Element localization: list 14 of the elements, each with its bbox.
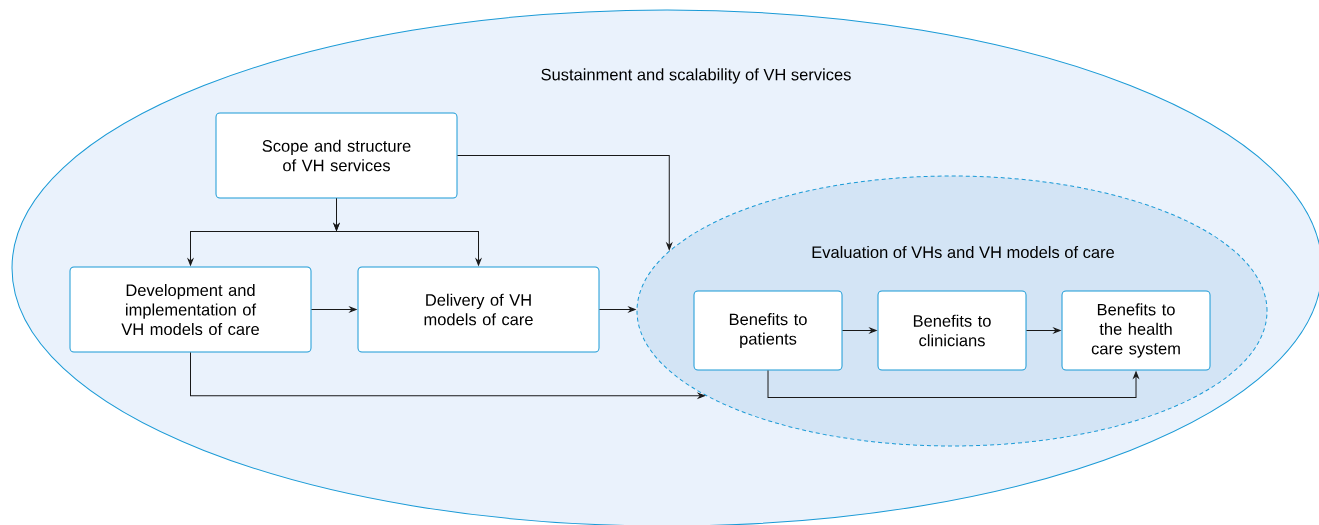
arrow xyxy=(190,352,705,399)
process-box: Development and implementation of VH models of care xyxy=(69,266,312,353)
arrow xyxy=(599,306,636,313)
process-box: Benefits to the health care system xyxy=(1061,290,1211,371)
arrow xyxy=(333,198,482,266)
arrow xyxy=(767,370,1139,398)
process-box: Benefits to patients xyxy=(693,290,843,371)
arrow xyxy=(842,327,877,334)
process-box: Scope and structure of VH services xyxy=(215,112,458,199)
arrow xyxy=(457,155,673,250)
arrow xyxy=(311,306,357,313)
arrow xyxy=(1026,327,1061,334)
process-box: Benefits to clinicians xyxy=(877,290,1027,371)
process-box: Delivery of VH models of care xyxy=(357,266,600,353)
